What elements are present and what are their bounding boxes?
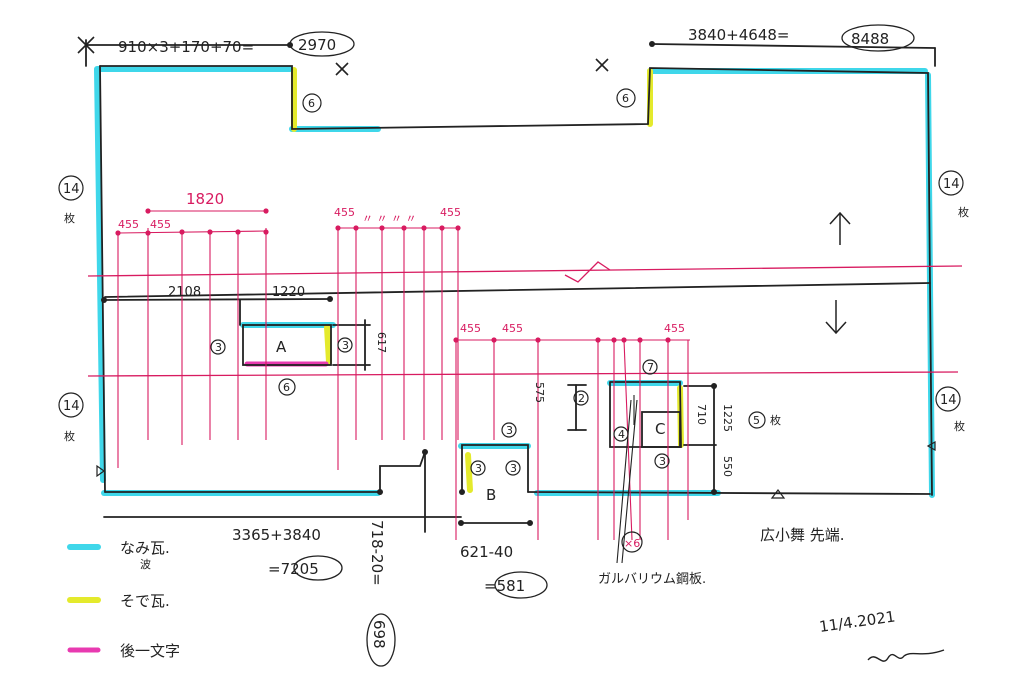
vertical-formula: 718-20= xyxy=(368,520,386,586)
mag-455-b: 455 xyxy=(150,218,171,231)
count-c-left: 2 xyxy=(578,392,585,405)
hiroko-mai-note: 広小舞 先端. xyxy=(760,526,845,544)
count-a-left: 3 xyxy=(215,341,222,354)
date-note: 11/4.2021 xyxy=(818,607,896,635)
count-right-lower: 14 xyxy=(940,393,957,408)
bottom-left-result: =7205 xyxy=(268,560,319,578)
mai-right-upper: 枚 xyxy=(958,205,969,219)
legend-nami-label: なみ瓦. xyxy=(120,539,170,557)
dim-710: 710 xyxy=(695,404,708,425)
galvalume-note: ガルバリウム鋼板. xyxy=(598,572,706,587)
count-b-top: 3 xyxy=(506,424,513,437)
mai-right-lower: 枚 xyxy=(954,419,965,433)
edge-markers xyxy=(96,440,936,499)
mag-ditto: 〃 〃 〃 〃 xyxy=(362,212,417,225)
dim-550: 550 xyxy=(721,456,734,477)
top-left-result: 2970 xyxy=(298,36,336,54)
mag-455-a: 455 xyxy=(118,218,139,231)
opening-b-label: B xyxy=(486,486,496,504)
bottom-mid-result-circle xyxy=(494,571,548,599)
vertical-result-circle xyxy=(366,613,396,667)
bottom-mid-result: =581 xyxy=(484,577,525,595)
count-circles xyxy=(58,88,964,553)
signature xyxy=(867,649,945,662)
mag-455-f: 455 xyxy=(502,322,523,335)
top-left-result-circle xyxy=(289,31,355,57)
sode-highlights xyxy=(67,67,684,603)
count-a-right: 3 xyxy=(342,339,349,352)
legend-nami-sub: 波 xyxy=(140,558,151,571)
dim-1225: 1225 xyxy=(721,404,734,432)
legend-ato-label: 後一文字 xyxy=(120,642,180,660)
slope-arrows xyxy=(825,211,851,335)
top-left-formula: 910×3+170+70= xyxy=(118,38,254,56)
tile-dots xyxy=(115,208,671,343)
mag-1820: 1820 xyxy=(186,190,224,208)
top-right-result: 8488 xyxy=(851,30,889,48)
legend-sode-label: そで瓦. xyxy=(120,592,170,610)
black-dots xyxy=(101,41,717,526)
top-right-result-circle xyxy=(841,24,915,52)
count-c-mid: 4 xyxy=(618,428,625,441)
top-right-formula: 3840+4648= xyxy=(688,26,789,44)
count-c-top: 7 xyxy=(647,361,654,374)
roof-outline xyxy=(85,39,936,533)
mag-455-g: 455 xyxy=(664,322,685,335)
bottom-left-result-circle xyxy=(293,555,343,581)
nami-highlights xyxy=(67,66,935,550)
ato-highlights xyxy=(67,361,329,653)
count-c-right: 5 xyxy=(753,414,760,427)
count-b-right: 3 xyxy=(510,462,517,475)
count-top-left-six: 6 xyxy=(308,97,315,110)
opening-c-label: C xyxy=(655,420,665,438)
dim-575: 575 xyxy=(533,382,546,403)
dim-617: 617 xyxy=(375,332,388,353)
opening-a-label: A xyxy=(276,338,287,356)
vertical-result: 698 xyxy=(370,620,388,649)
count-b-left: 3 xyxy=(475,462,482,475)
mai-c-right: 枚 xyxy=(770,413,781,427)
mai-left-upper: 枚 xyxy=(64,211,75,225)
count-c-low: 3 xyxy=(659,455,666,468)
dim-2108: 2108 xyxy=(168,285,201,300)
count-a-bottom: 6 xyxy=(283,381,290,394)
mag-455-d: 455 xyxy=(440,206,461,219)
mag-455-e: 455 xyxy=(460,322,481,335)
count-right-upper: 14 xyxy=(943,177,960,192)
count-x6: ×6 xyxy=(624,537,640,550)
mai-left-lower: 枚 xyxy=(64,429,75,443)
dim-1220: 1220 xyxy=(272,285,305,300)
mag-455-c: 455 xyxy=(334,206,355,219)
cross-marks xyxy=(77,36,609,76)
count-top-right-six: 6 xyxy=(622,92,629,105)
count-left-upper: 14 xyxy=(63,182,80,197)
bottom-mid-formula: 621-40 xyxy=(460,543,513,561)
ridge-line xyxy=(87,261,963,377)
count-left-lower: 14 xyxy=(63,399,80,414)
bottom-left-formula: 3365+3840 xyxy=(232,526,321,544)
